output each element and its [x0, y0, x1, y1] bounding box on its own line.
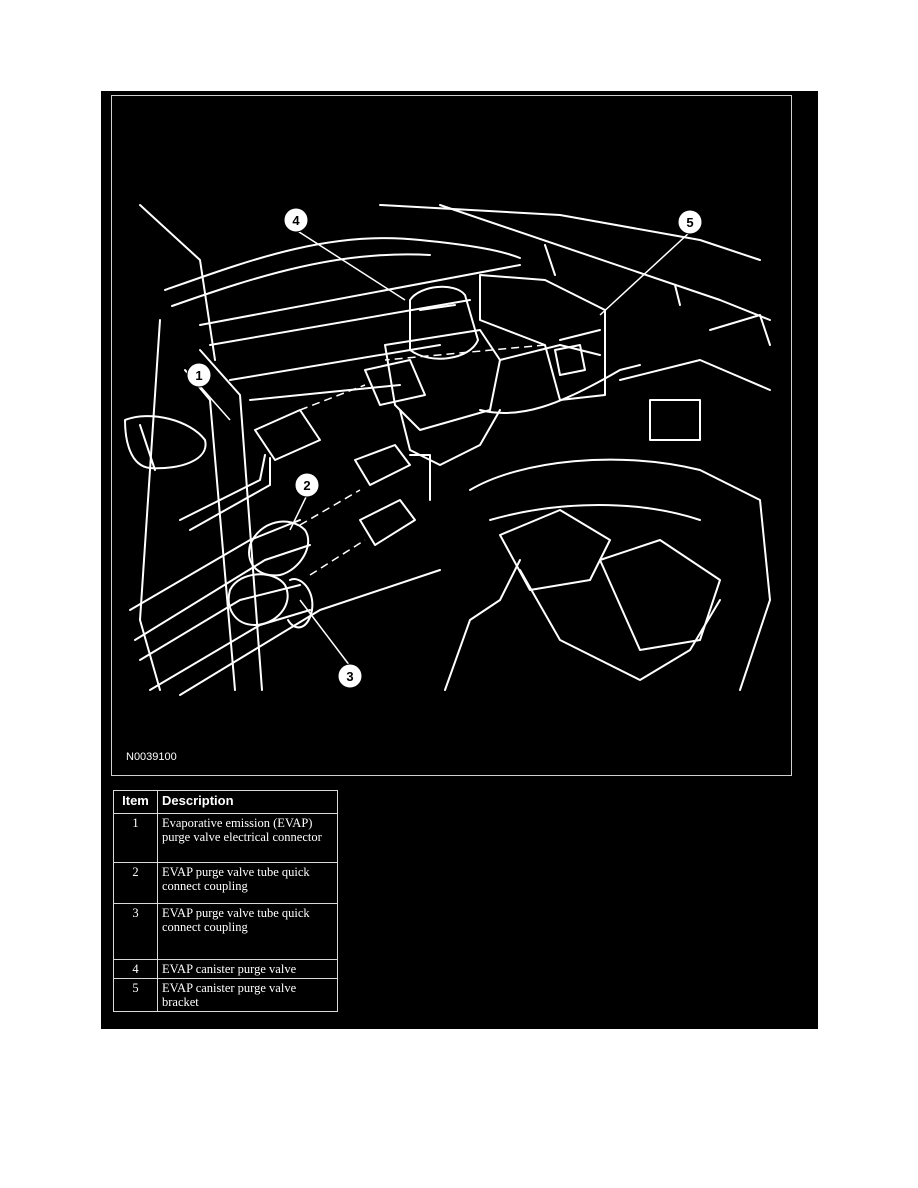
callout-5-label: 5: [686, 215, 693, 230]
item-description: EVAP purge valve tube quick connect coup…: [157, 903, 338, 960]
callout-1-circle: [186, 362, 212, 388]
item-number: 5: [113, 978, 158, 1012]
callout-2-label: 2: [303, 478, 310, 493]
legend-table: Item Description 1 Evaporative emission …: [113, 790, 338, 1012]
item-number: 1: [113, 813, 158, 863]
item-column-header: Item: [113, 790, 158, 814]
callout-4-label: 4: [292, 213, 300, 228]
item-description: EVAP canister purge valve: [157, 959, 338, 979]
table-row: 4 EVAP canister purge valve: [113, 959, 338, 979]
callout-1-label: 1: [195, 368, 202, 383]
item-number: 4: [113, 959, 158, 979]
table-row: 2 EVAP purge valve tube quick connect co…: [113, 862, 338, 904]
item-number: 2: [113, 862, 158, 904]
legend-header-row: Item Description: [113, 790, 338, 814]
item-description: EVAP canister purge valve bracket: [157, 978, 338, 1012]
callout-4-circle: [283, 207, 309, 233]
item-description: Evaporative emission (EVAP) purge valve …: [157, 813, 338, 863]
figure-id-label: N0039100: [126, 751, 177, 763]
callout-3-label: 3: [346, 669, 353, 684]
table-row: 1 Evaporative emission (EVAP) purge valv…: [113, 813, 338, 863]
description-column-header: Description: [157, 790, 338, 814]
item-description: EVAP purge valve tube quick connect coup…: [157, 862, 338, 904]
table-row: 5 EVAP canister purge valve bracket: [113, 978, 338, 1012]
callout-3-circle: [337, 663, 363, 689]
callout-2-circle: [294, 472, 320, 498]
table-row: 3 EVAP purge valve tube quick connect co…: [113, 903, 338, 960]
item-number: 3: [113, 903, 158, 960]
callout-5-circle: [677, 209, 703, 235]
